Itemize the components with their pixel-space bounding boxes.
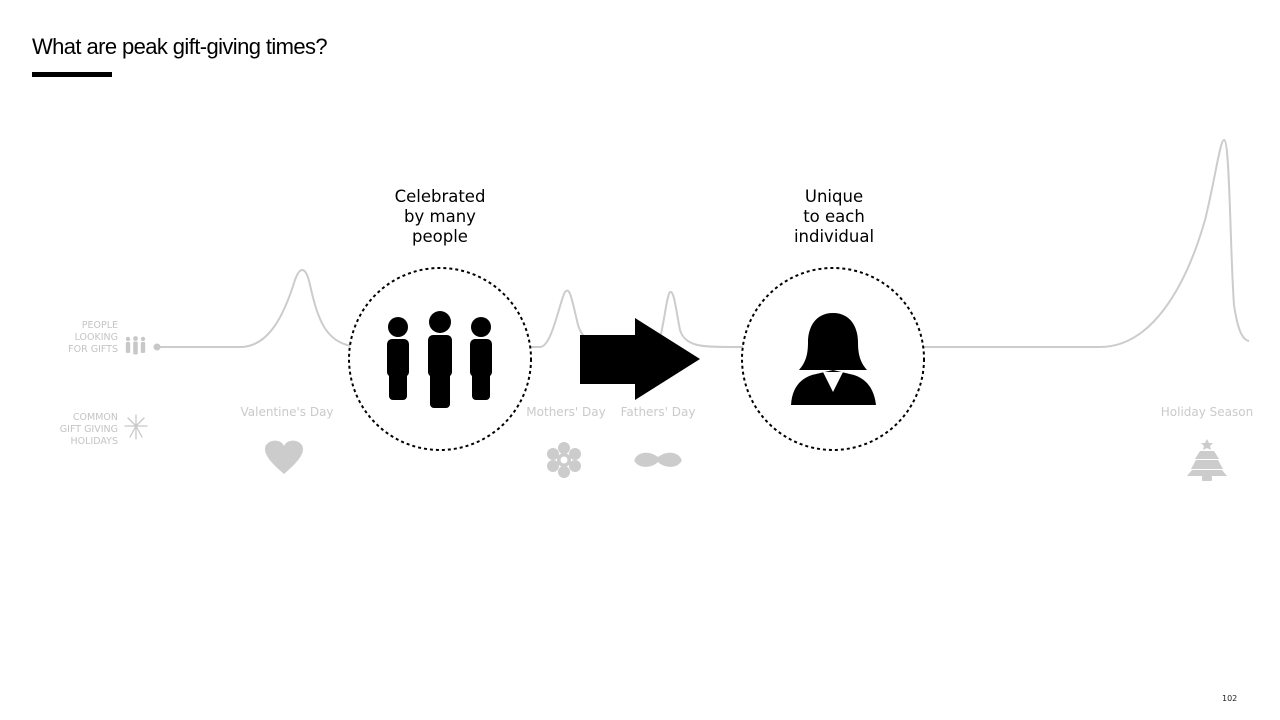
callout-celebrated-by-many: Celebrated by many people [370, 187, 510, 247]
people-label-line-2: LOOKING [74, 332, 118, 343]
holiday-label-valentines: Valentine's Day [240, 405, 334, 419]
people-label-line-1: PEOPLE [81, 320, 118, 331]
holiday-label-fathers-day: Fathers' Day [620, 405, 696, 419]
holidays-label-line-2: GIFT GIVING [59, 424, 118, 435]
callout-left-line-2: by many [404, 207, 476, 226]
right-arrow-icon [580, 318, 700, 400]
christmas-tree-icon [1187, 439, 1227, 481]
small-people-icon [125, 336, 146, 355]
heart-icon [265, 440, 303, 474]
holiday-label-mothers-day: Mothers' Day [526, 405, 606, 419]
title-underline [32, 72, 112, 77]
fireworks-icon [124, 414, 148, 440]
holidays-label-line-3: HOLIDAYS [70, 436, 118, 447]
callout-left-line-3: people [412, 227, 468, 246]
holiday-label-holiday-season: Holiday Season [1160, 405, 1254, 419]
holidays-label-line-1: COMMON [72, 412, 118, 423]
callout-right-line-2: to each [803, 207, 865, 226]
callout-unique-to-each: Unique to each individual [764, 187, 904, 247]
callout-right-line-3: individual [793, 227, 875, 246]
demand-curve [157, 138, 1250, 348]
flower-icon [547, 442, 581, 478]
group-of-people-icon [387, 311, 492, 408]
callout-left-line-1: Celebrated [394, 187, 486, 206]
woman-avatar-icon [791, 313, 876, 405]
timeline-start-dot [153, 343, 161, 351]
page-number: 102 [1222, 694, 1238, 703]
common-holidays-label: COMMON GIFT GIVING HOLIDAYS [38, 412, 118, 448]
people-looking-label: PEOPLE LOOKING FOR GIFTS [38, 320, 118, 356]
slide-title: What are peak gift-giving times? [32, 34, 328, 59]
mustache-icon [634, 452, 682, 467]
callout-right-line-1: Unique [804, 187, 864, 206]
people-label-line-3: FOR GIFTS [68, 344, 118, 355]
